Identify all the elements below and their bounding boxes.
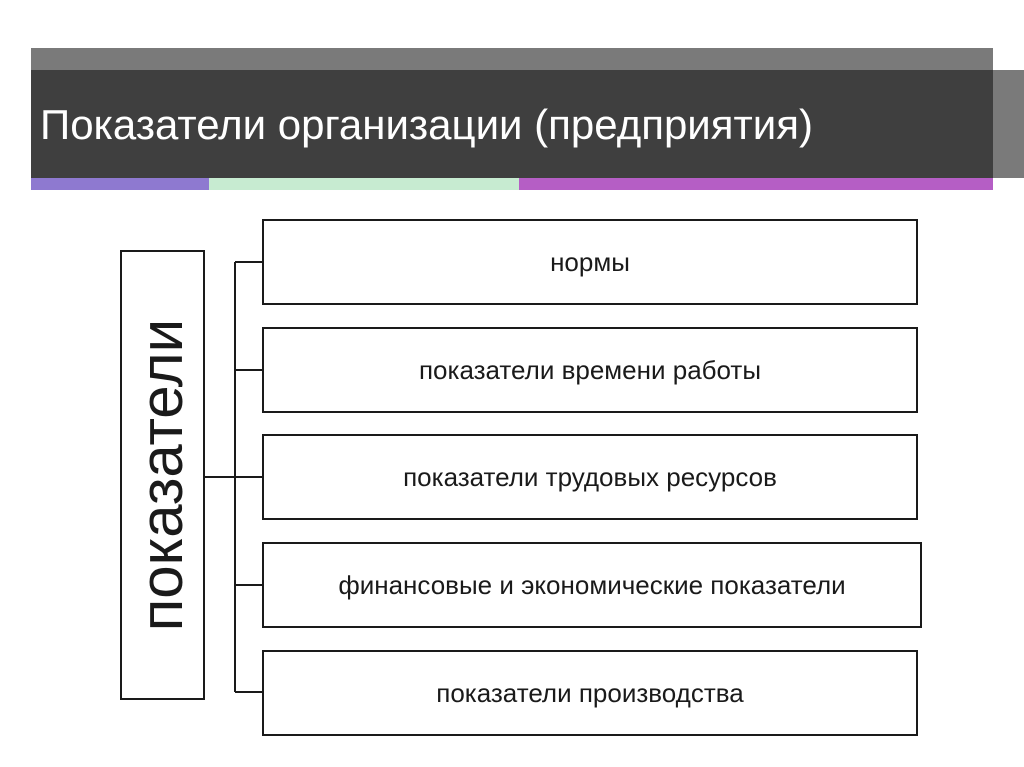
node-label: показатели производства <box>436 677 744 708</box>
node-labor-resources-indicators: показатели трудовых ресурсов <box>262 434 918 520</box>
header-side-bar <box>993 70 1024 178</box>
node-work-time-indicators: показатели времени работы <box>262 327 918 413</box>
root-node <box>120 250 205 700</box>
node-production-indicators: показатели производства <box>262 650 918 736</box>
node-financial-economic-indicators: финансовые и экономические показатели <box>262 542 922 628</box>
title-background <box>31 70 993 178</box>
accent-stripe-purple <box>31 178 209 190</box>
node-label: нормы <box>550 246 630 277</box>
header-top-bar <box>31 48 993 70</box>
node-label: финансовые и экономические показатели <box>338 569 846 600</box>
slide-title: Показатели организации (предприятия) <box>40 101 813 148</box>
node-label: показатели трудовых ресурсов <box>403 461 777 492</box>
node-norms: нормы <box>262 219 918 305</box>
accent-stripe-mint <box>209 178 519 190</box>
accent-stripe-magenta <box>519 178 993 190</box>
root-node-label: показатели <box>128 318 195 632</box>
node-label: показатели времени работы <box>418 354 762 385</box>
